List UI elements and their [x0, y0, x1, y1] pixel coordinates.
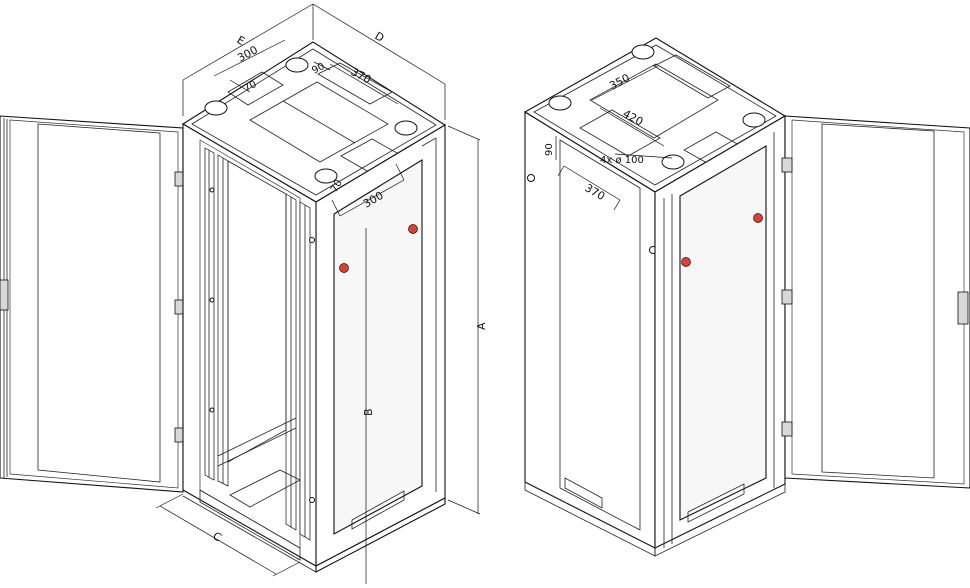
cable-entry-hole-icon [548, 95, 572, 111]
dim-label-70-top: 70 [242, 79, 258, 95]
right-open-door [781, 115, 970, 489]
cable-entry-hole-icon [285, 57, 309, 73]
door-hinge-icon [781, 157, 793, 173]
cable-entry-hole-icon [742, 112, 766, 128]
dim-label-b: B [362, 408, 375, 416]
side-lock-icon [339, 263, 349, 273]
dim-label-90-top: 90 [310, 61, 326, 77]
side-lock-icon [681, 257, 691, 267]
cable-entry-hole-icon [314, 168, 338, 184]
dim-label-d: D [373, 29, 387, 45]
right-cabinet-view: 350 420 90 4x ø 100 370 [523, 37, 970, 557]
door-hinge-icon [781, 421, 793, 437]
left-cabinet-body [181, 41, 447, 573]
left-open-door [0, 115, 186, 493]
left-cabinet-view: E D 300 70 90 370 70 300 [0, 3, 488, 584]
dim-label-90-right: 90 [544, 143, 555, 156]
side-lock-icon [753, 213, 763, 223]
door-hinge-icon [781, 289, 793, 305]
right-door-handle-icon [957, 291, 969, 325]
dim-label-4x-holes: 4x ø 100 [600, 155, 644, 166]
cable-entry-hole-icon [204, 100, 228, 116]
cable-entry-hole-icon [631, 44, 655, 60]
dim-label-e: E [235, 33, 248, 48]
cable-entry-hole-icon [394, 120, 418, 136]
mounting-rails [204, 147, 311, 541]
left-door-handle-icon [0, 279, 9, 311]
side-lock-icon [408, 224, 418, 234]
cable-entry-hole-icon [661, 154, 685, 170]
dim-label-a: A [475, 322, 488, 330]
